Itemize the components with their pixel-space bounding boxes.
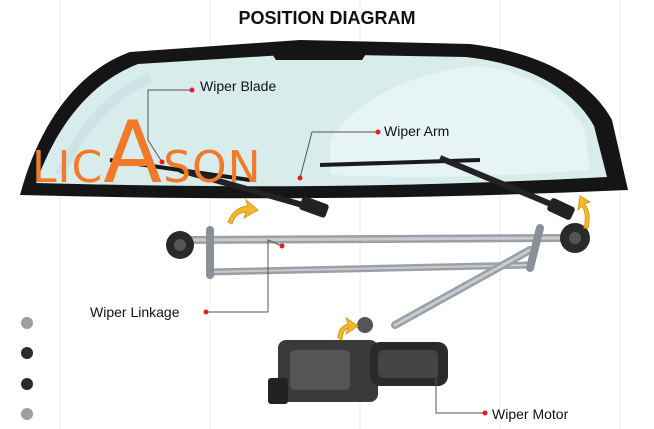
left-wiper [109,158,329,218]
linkage-pivots [166,223,590,333]
glass-reflection [330,66,590,177]
watermark-part3: SON [163,142,262,193]
watermark-part1: LIC [32,142,104,193]
watermark-logo: LICASON [32,110,262,196]
mirror-mount [268,48,370,60]
pager-dot-1[interactable] [21,317,33,329]
label-wiper-motor: Wiper Motor [492,406,569,422]
watermark-part2: A [103,103,164,203]
wiper-motor-body [268,340,448,404]
label-wiper-linkage: Wiper Linkage [90,304,180,320]
label-wiper-blade: Wiper Blade [200,78,277,94]
linkage-assembly [181,224,564,329]
pager-dot-2[interactable] [21,347,33,359]
diagram-title: POSITION DIAGRAM [238,8,416,28]
right-wiper [319,155,575,220]
motion-arrows [227,195,592,341]
callout-lines [147,89,485,414]
pager-dot-3[interactable] [21,378,33,390]
glass-highlight [55,73,153,178]
callout-dots [159,87,488,416]
pager-dot-4[interactable] [21,408,33,420]
label-wiper-arm: Wiper Arm [384,123,450,139]
